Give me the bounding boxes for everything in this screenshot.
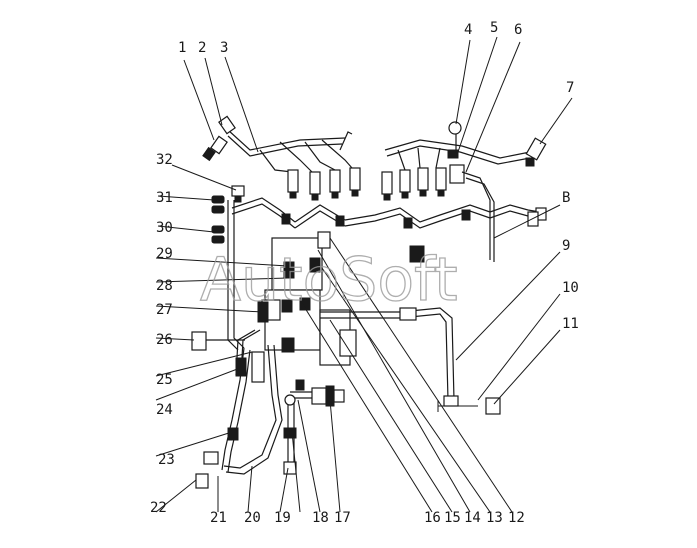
callout-label: 21	[210, 510, 227, 526]
callout-label: 4	[464, 22, 472, 38]
injector	[329, 169, 341, 199]
banjo-fitting	[202, 115, 236, 162]
callout-label: 27	[156, 302, 173, 318]
supply-pipe-right	[320, 307, 501, 415]
right-injector-group	[381, 121, 547, 262]
callout-label: 26	[156, 332, 173, 348]
lower-left-pipes	[191, 301, 283, 489]
callout-label: 32	[156, 152, 173, 168]
watermark: AutoSoft	[200, 245, 458, 315]
callout-label: 30	[156, 220, 173, 236]
callout-label: 23	[158, 452, 175, 468]
callout-label: 31	[156, 190, 173, 206]
callout-label: 22	[150, 500, 167, 516]
callout-label: 15	[444, 510, 461, 526]
injector	[417, 167, 429, 197]
callout-label: B	[562, 190, 570, 206]
callout-label: 3	[220, 40, 228, 56]
callout-label: 18	[312, 510, 329, 526]
callout-labels: 1 2 3 4 5 6 7 B 9 10 11 12 13 14 15 16 1…	[150, 20, 579, 526]
callout-label: 24	[156, 402, 173, 418]
banjo-fitting	[485, 397, 501, 415]
left-injector-group	[202, 115, 361, 201]
fuel-valve	[409, 245, 425, 263]
banjo-fitting	[525, 137, 547, 167]
seal-washer-stack	[211, 195, 225, 244]
callout-label: 9	[562, 238, 570, 254]
callout-label: 10	[562, 280, 579, 296]
callout-label: 6	[514, 22, 522, 38]
injector	[287, 169, 299, 199]
injector	[399, 169, 411, 199]
callout-label: 20	[244, 510, 261, 526]
clamp	[195, 351, 265, 489]
callout-label: 11	[562, 316, 579, 332]
seal-washer	[447, 149, 459, 159]
leader-lines	[155, 36, 573, 513]
callout-label: 28	[156, 278, 173, 294]
callout-label: 14	[464, 510, 481, 526]
banjo-fitting	[191, 331, 207, 351]
callout-label: 29	[156, 246, 173, 262]
callout-label: 13	[486, 510, 503, 526]
banjo-bolt	[448, 121, 462, 135]
hollow-bolt	[231, 185, 245, 203]
callout-label: 16	[424, 510, 441, 526]
fitting	[449, 164, 465, 184]
callout-label: 7	[566, 80, 574, 96]
callout-label: 5	[490, 20, 498, 36]
injector	[435, 167, 447, 197]
callout-label: 1	[178, 40, 186, 56]
injector	[309, 171, 321, 201]
injector	[349, 167, 361, 197]
injector	[381, 171, 393, 201]
callout-label: 19	[274, 510, 291, 526]
callout-label: 17	[334, 510, 351, 526]
callout-label: 25	[156, 372, 173, 388]
callout-label: 2	[198, 40, 206, 56]
callout-label: 12	[508, 510, 525, 526]
